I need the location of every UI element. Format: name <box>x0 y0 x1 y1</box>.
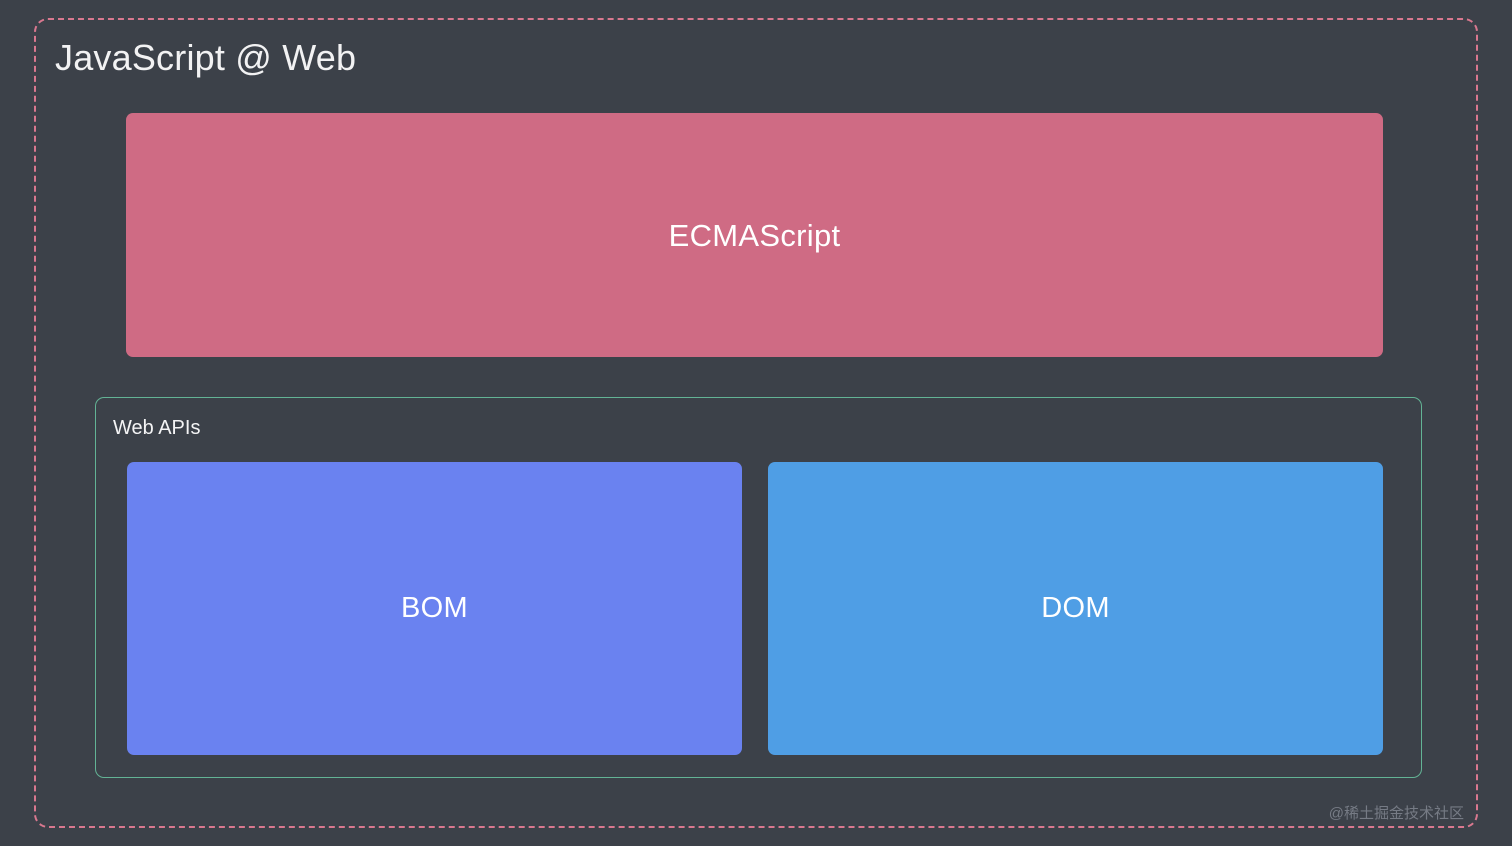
ecmascript-label: ECMAScript <box>668 217 841 253</box>
web-apis-label: Web APIs <box>113 417 201 439</box>
bom-label: BOM <box>401 592 468 624</box>
page-title: JavaScript @ Web <box>55 37 357 78</box>
dom-label: DOM <box>1041 592 1110 624</box>
web-apis-group: Web APIs <box>95 397 1422 778</box>
watermark: @稀土掘金技术社区 <box>1328 805 1464 822</box>
ecmascript-block: ECMAScript <box>126 113 1383 357</box>
bom-block: BOM <box>127 462 742 755</box>
dom-block: DOM <box>768 462 1383 755</box>
